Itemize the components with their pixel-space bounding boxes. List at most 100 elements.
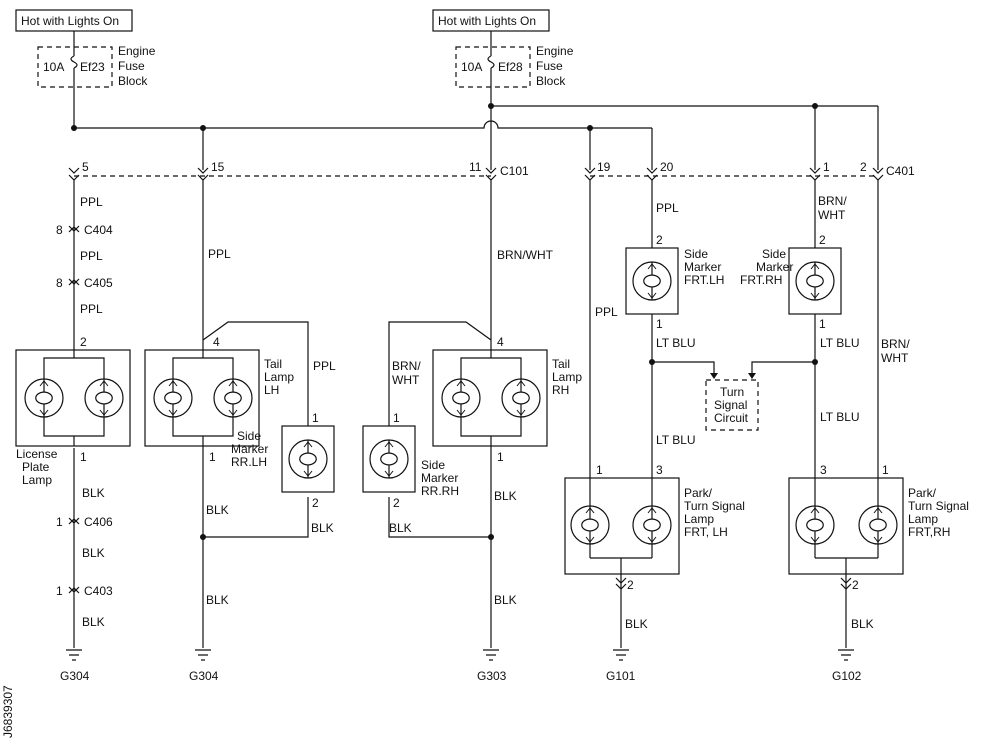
- wire-label: BLK: [82, 615, 105, 629]
- c101-pin-15: 15: [211, 160, 225, 174]
- source-label-right: Hot with Lights On: [438, 14, 536, 28]
- ground-g304-left: G304: [60, 669, 90, 683]
- wire-label: PPL: [595, 305, 618, 319]
- wire-label: LT BLU: [656, 336, 696, 350]
- connector-c405: C405: [84, 276, 113, 290]
- wire-side-rr-lh: [202, 321, 309, 538]
- splice: [812, 103, 818, 109]
- lamp-bulb: [858, 505, 898, 545]
- pin-label: 3: [656, 463, 663, 477]
- wire-label: LT BLU: [820, 336, 860, 350]
- wire-label: BRN/: [881, 337, 910, 351]
- wire-front-verticals: [589, 180, 879, 478]
- splice: [488, 534, 494, 540]
- wire-turn-circuit: [652, 361, 815, 378]
- turn-signal-circuit-box: [705, 379, 759, 431]
- wire-label: BLK: [389, 521, 412, 535]
- tail-lh-label-3: LH: [264, 383, 279, 397]
- wire-label: BLK: [206, 503, 229, 517]
- fuse-id-ef28: Ef28: [498, 60, 523, 74]
- pin-label: 4: [497, 335, 504, 349]
- connector-c403: C403: [84, 584, 113, 598]
- arrows: [710, 373, 756, 379]
- bulb-layer: [24, 261, 898, 545]
- pin-label: 1: [882, 463, 889, 477]
- wire-label: BRN/: [818, 194, 847, 208]
- pin-label: 1: [393, 411, 400, 425]
- lamp-bulb: [153, 378, 193, 418]
- side-rr-rh-label-2: Marker: [421, 471, 458, 485]
- wire-label: BLK: [311, 521, 334, 535]
- fuse-label-ef28-3: Block: [536, 74, 566, 88]
- side-frt-rh-label-2: Marker: [756, 260, 793, 274]
- pin-label: 8: [56, 223, 63, 237]
- splice: [649, 359, 655, 365]
- wire-label: BLK: [206, 593, 229, 607]
- wire-label: BLK: [625, 617, 648, 631]
- fuse-rating-ef28: 10A: [461, 60, 482, 74]
- lamp-bulb: [570, 505, 610, 545]
- ground-symbols: [66, 649, 854, 661]
- pin-label: 2: [656, 233, 663, 247]
- wire-label: WHT: [392, 373, 420, 387]
- wire-label: WHT: [818, 208, 846, 222]
- wire-label: BLK: [494, 489, 517, 503]
- wire-label: PPL: [208, 247, 231, 261]
- side-rr-rh-label-1: Side: [421, 458, 445, 472]
- wire-label: LT BLU: [656, 433, 696, 447]
- lamp-bulb: [795, 505, 835, 545]
- wire-label: PPL: [80, 302, 103, 316]
- connector-c401: C401: [886, 164, 915, 178]
- pin-label: 1: [656, 317, 663, 331]
- wire-label: BRN/WHT: [497, 248, 554, 262]
- c401-pin-2: 2: [860, 160, 867, 174]
- tail-lh-label-2: Lamp: [264, 370, 294, 384]
- wire-label: BLK: [82, 546, 105, 560]
- wire-label: BRN/: [392, 359, 421, 373]
- side-rr-lh-label-3: RR.LH: [231, 455, 267, 469]
- c101-pin-5: 5: [82, 160, 89, 174]
- ground-g101: G101: [606, 669, 636, 683]
- park-lh-label-4: FRT, LH: [684, 525, 728, 539]
- turn-circuit-label-1: Turn: [720, 385, 744, 399]
- splice: [200, 534, 206, 540]
- bus-right: [491, 105, 879, 170]
- wire-side-rr-rh: [388, 321, 492, 538]
- wire-label: PPL: [313, 359, 336, 373]
- c401-pin-19: 19: [597, 160, 611, 174]
- park-rh-label-4: FRT,RH: [908, 525, 950, 539]
- splice: [71, 125, 77, 131]
- wire-label: BLK: [494, 593, 517, 607]
- side-rr-rh-label-3: RR.RH: [421, 484, 459, 498]
- pin-label: 1: [80, 450, 87, 464]
- side-rr-lh-label-2: Marker: [231, 442, 268, 456]
- c401-pin-20: 20: [660, 160, 674, 174]
- side-frt-lh-label-2: Marker: [684, 260, 721, 274]
- fuse-rating-ef23: 10A: [43, 60, 64, 74]
- lamp-bulb: [369, 439, 409, 479]
- bus-left: [74, 120, 652, 170]
- connector-c101: C101: [500, 164, 529, 178]
- fuse-label-ef23-1: Engine: [118, 44, 156, 58]
- pin-label: 2: [80, 335, 87, 349]
- splice: [587, 125, 593, 131]
- figure-id: J6839307: [1, 685, 15, 738]
- pin-label: 8: [56, 276, 63, 290]
- lamp-bulb: [795, 261, 835, 301]
- source-label-left: Hot with Lights On: [21, 14, 119, 28]
- pin-label: 1: [596, 463, 603, 477]
- pin-label: 4: [213, 335, 220, 349]
- wire-label: PPL: [656, 201, 679, 215]
- park-lh-label-1: Park/: [684, 486, 713, 500]
- splice: [812, 359, 818, 365]
- side-frt-rh-label-1: Side: [762, 247, 786, 261]
- side-frt-lh-label-1: Side: [684, 247, 708, 261]
- pin-label: 2: [312, 496, 319, 510]
- fuse-id-ef23: Ef23: [80, 60, 105, 74]
- fuse-symbol-ef28: [487, 55, 495, 69]
- pin-label: 1: [209, 450, 216, 464]
- pin-label: 2: [819, 233, 826, 247]
- wire-label: LT BLU: [820, 410, 860, 424]
- license-label-1: License: [16, 447, 58, 461]
